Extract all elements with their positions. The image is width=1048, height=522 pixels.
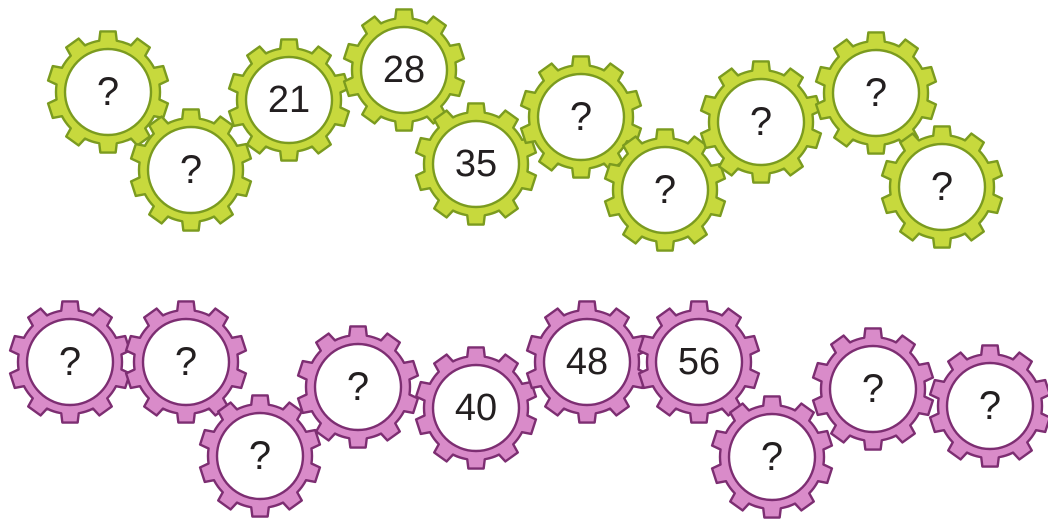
- gear-icon: [342, 8, 466, 132]
- gear-label: ?: [248, 434, 272, 478]
- green-gear-8: ?: [699, 60, 823, 184]
- purple-gear-3: ?: [198, 394, 322, 518]
- gear-icon: [519, 55, 643, 179]
- purple-gear-9: ?: [811, 327, 935, 451]
- gear-label: ?: [174, 340, 198, 384]
- gear-face: [141, 317, 231, 407]
- gear-label: ?: [653, 168, 677, 212]
- gear-label: ?: [58, 340, 82, 384]
- green-gear-3: 21: [227, 38, 351, 162]
- gear-face: [542, 317, 632, 407]
- gear-icon: [46, 30, 170, 154]
- gear-label: ?: [179, 148, 203, 192]
- gear-icon: [8, 300, 132, 424]
- green-gear-7: ?: [603, 128, 727, 252]
- gear-label: ?: [96, 70, 120, 114]
- green-gear-5: 35: [414, 102, 538, 226]
- green-gear-4: 28: [342, 8, 466, 132]
- green-gear-2: ?: [129, 108, 253, 232]
- gear-icon: [227, 38, 351, 162]
- gear-face: [146, 125, 236, 215]
- gear-face: [536, 72, 626, 162]
- gear-face: [828, 344, 918, 434]
- gear-label: ?: [346, 365, 370, 409]
- purple-gear-5: 40: [414, 346, 538, 470]
- gear-face: [727, 412, 817, 502]
- gear-icon: [603, 128, 727, 252]
- gear-label: ?: [978, 384, 1002, 428]
- gear-icon: [880, 125, 1004, 249]
- gear-icon: [198, 394, 322, 518]
- gear-icon: [525, 300, 649, 424]
- purple-gear-8: ?: [710, 395, 834, 519]
- gear-face: [63, 47, 153, 137]
- gear-label: ?: [930, 165, 954, 209]
- gear-label: ?: [760, 435, 784, 479]
- gear-face: [945, 361, 1035, 451]
- gear-face: [359, 25, 449, 115]
- gear-face: [215, 411, 305, 501]
- gear-face: [431, 119, 521, 209]
- gear-label: ?: [569, 95, 593, 139]
- gear-icon: [296, 325, 420, 449]
- gear-label: ?: [749, 100, 773, 144]
- green-gear-6: ?: [519, 55, 643, 179]
- gear-label: 56: [677, 341, 721, 383]
- gear-label: 21: [267, 79, 311, 121]
- gear-face: [431, 363, 521, 453]
- gear-face: [654, 317, 744, 407]
- gear-icon: [928, 344, 1048, 468]
- purple-gear-1: ?: [8, 300, 132, 424]
- gear-icon: [710, 395, 834, 519]
- gear-icon: [414, 346, 538, 470]
- gear-face: [313, 342, 403, 432]
- gear-icon: [814, 31, 938, 155]
- purple-gear-10: ?: [928, 344, 1048, 468]
- gear-face: [831, 48, 921, 138]
- gear-label: 48: [565, 341, 609, 383]
- gear-face: [716, 77, 806, 167]
- green-gear-10: ?: [880, 125, 1004, 249]
- gear-label: 28: [382, 49, 426, 91]
- gear-icon: [811, 327, 935, 451]
- gear-label: ?: [861, 367, 885, 411]
- gear-icon: [124, 300, 248, 424]
- purple-gear-2: ?: [124, 300, 248, 424]
- gear-icon: [414, 102, 538, 226]
- gear-face: [620, 145, 710, 235]
- purple-gear-7: 56: [637, 300, 761, 424]
- purple-gear-6: 48: [525, 300, 649, 424]
- gear-face: [25, 317, 115, 407]
- gear-icon: [699, 60, 823, 184]
- green-gear-9: ?: [814, 31, 938, 155]
- purple-gear-4: ?: [296, 325, 420, 449]
- green-gear-1: ?: [46, 30, 170, 154]
- gear-icon: [129, 108, 253, 232]
- gear-face: [897, 142, 987, 232]
- gear-icon: [637, 300, 761, 424]
- gear-label: 35: [454, 143, 498, 185]
- gear-face: [244, 55, 334, 145]
- gear-label: ?: [864, 71, 888, 115]
- gear-label: 40: [454, 387, 498, 429]
